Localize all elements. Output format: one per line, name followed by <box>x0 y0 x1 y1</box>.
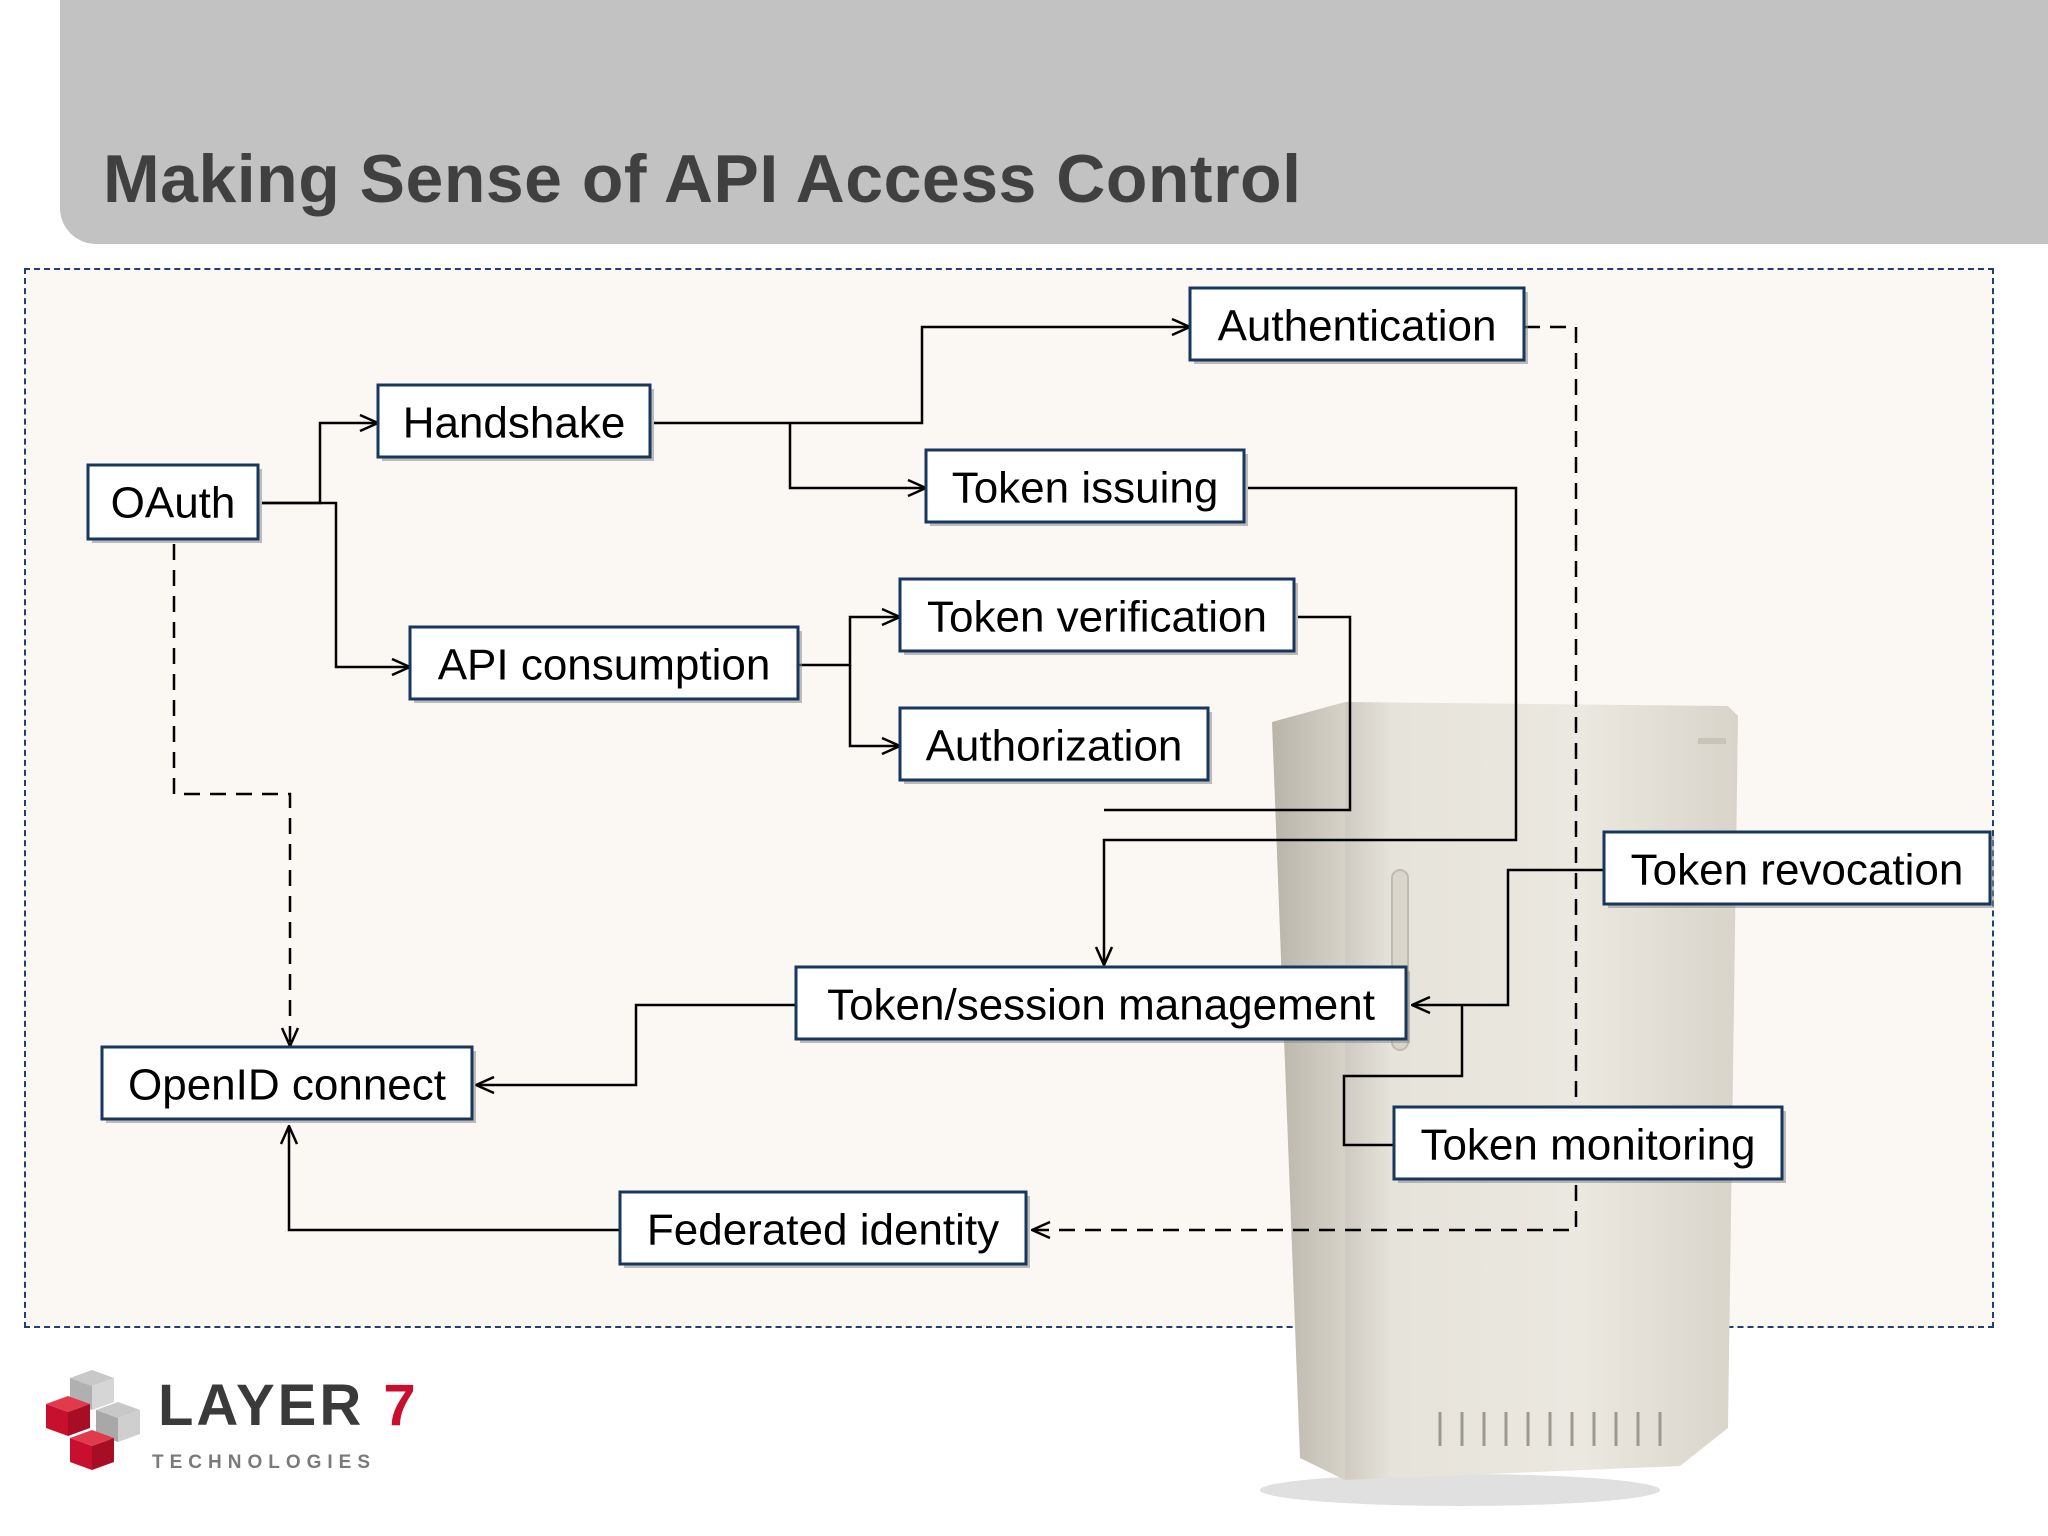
node-token-session-management[interactable]: Token/session management <box>794 965 1410 1043</box>
node-label: Authentication <box>1218 302 1497 351</box>
layer7-logo: LAYER 7 TECHNOLOGIES <box>40 1370 416 1480</box>
refrigerator-photo <box>1260 702 1738 1506</box>
node-federated-identity[interactable]: Federated identity <box>618 1190 1030 1268</box>
node-openid-connect[interactable]: OpenID connect <box>100 1045 476 1123</box>
edge-oauth-handshake <box>262 423 378 505</box>
node-api-consumption[interactable]: API consumption <box>408 625 802 703</box>
node-label: Token/session management <box>827 981 1375 1030</box>
node-label: API consumption <box>438 641 771 690</box>
edge-handshake-authentication <box>654 327 1190 425</box>
node-token-verification[interactable]: Token verification <box>898 577 1298 655</box>
edge-api-consumption-token-verification <box>798 617 900 667</box>
logo-wordmark: LAYER 7 <box>158 1373 419 1438</box>
edge-token-verification-session-management <box>1104 615 1352 812</box>
node-token-issuing[interactable]: Token issuing <box>924 448 1248 526</box>
layer7-cube-icon <box>46 1370 140 1470</box>
node-label: OAuth <box>111 479 236 528</box>
node-token-monitoring[interactable]: Token monitoring <box>1392 1105 1786 1183</box>
node-authentication[interactable]: Authentication <box>1188 286 1528 364</box>
node-label: Token revocation <box>1631 846 1964 895</box>
node-token-revocation[interactable]: Token revocation <box>1602 830 1994 908</box>
edge-oauth-api-consumption <box>262 501 410 667</box>
edge-session-management-openid-connect <box>476 1003 796 1085</box>
edges <box>172 325 1604 1232</box>
edge-authentication-federated-identity <box>1032 325 1578 1230</box>
slide-title: Making Sense of API Access Control <box>103 141 1302 217</box>
edge-token-revocation-session-management <box>1412 868 1604 1005</box>
title-bar <box>60 0 2048 244</box>
node-label: Token issuing <box>952 464 1219 513</box>
logo-subtitle: TECHNOLOGIES <box>152 1452 377 1473</box>
node-handshake[interactable]: Handshake <box>376 383 654 461</box>
node-label: Token verification <box>927 593 1267 642</box>
edge-token-monitoring-session-management <box>1342 1005 1464 1147</box>
edge-oauth-openid-connect <box>172 544 290 1046</box>
node-label: Authorization <box>926 722 1183 771</box>
node-oauth[interactable]: OAuth <box>86 463 262 543</box>
node-label: OpenID connect <box>128 1061 446 1110</box>
node-label: Token monitoring <box>1420 1121 1755 1170</box>
node-label: Handshake <box>403 399 626 448</box>
node-label: Federated identity <box>647 1206 999 1255</box>
edge-federated-identity-openid-connect <box>289 1126 620 1232</box>
edge-token-issuing-session-management <box>1104 486 1518 965</box>
node-authorization[interactable]: Authorization <box>898 706 1212 784</box>
edge-api-consumption-authorization <box>848 665 900 746</box>
edge-handshake-token-issuing <box>788 423 926 488</box>
